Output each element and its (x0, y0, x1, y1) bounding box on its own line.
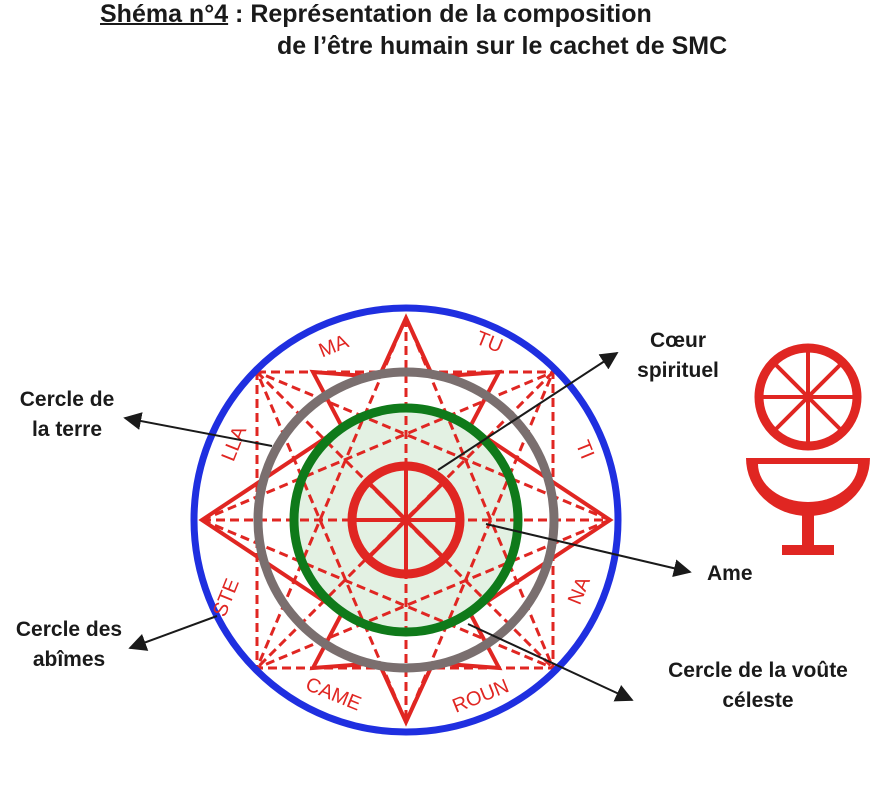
label-abimes-line2: abîmes (32, 648, 106, 671)
label-voute-line2: céleste (722, 689, 794, 712)
seal-text-ti: TI (571, 437, 598, 462)
label-coeur-line1: Cœur (650, 329, 706, 352)
label-coeur-spirituel: Cœur spirituel (626, 326, 730, 386)
seal-text-ma: MA (316, 330, 353, 362)
wheel-icon (347, 461, 465, 579)
abyss-circle (190, 304, 622, 736)
label-cercle-voute: Cercle de la voûte céleste (640, 656, 876, 716)
chalice-icon (746, 343, 870, 555)
arrow-coeur (437, 352, 619, 471)
arrow-voute (467, 623, 634, 702)
label-coeur-line2: spirituel (637, 359, 719, 382)
label-voute-line1: Cercle de la voûte (668, 659, 848, 682)
smc-seal: MA TU TI NA ROUN CAME STE LLA (190, 304, 622, 736)
seal-text-lla: LLA (218, 423, 252, 465)
arrow-ame (485, 523, 692, 578)
label-terre-line1: Cercle de (19, 388, 115, 411)
title-prefix: Shéma n°4 (100, 0, 229, 28)
seal-text-ste: STE (209, 576, 244, 620)
label-ame: Ame (707, 562, 753, 585)
arrow-abimes (128, 615, 218, 651)
title-line1-rest: Représentation de la composition (250, 0, 652, 28)
title-line-1: Shéma n°4 : Représentation de la composi… (100, 2, 652, 27)
arrow-terre (123, 412, 273, 447)
annotation-arrows (123, 352, 692, 702)
vault-circle (289, 403, 523, 637)
earth-circle (253, 367, 559, 673)
title-line-2: de l’être humain sur le cachet de SMC (277, 32, 728, 60)
label-abimes-line1: Cercle des (15, 618, 123, 641)
label-cercle-terre: Cercle de la terre (4, 385, 130, 445)
seal-text-na: NA (564, 573, 595, 608)
eight-point-star (198, 313, 614, 727)
label-cercle-abimes: Cercle des abîmes (0, 615, 138, 675)
label-terre-line2: la terre (31, 418, 103, 441)
title-separator: : (228, 0, 251, 28)
